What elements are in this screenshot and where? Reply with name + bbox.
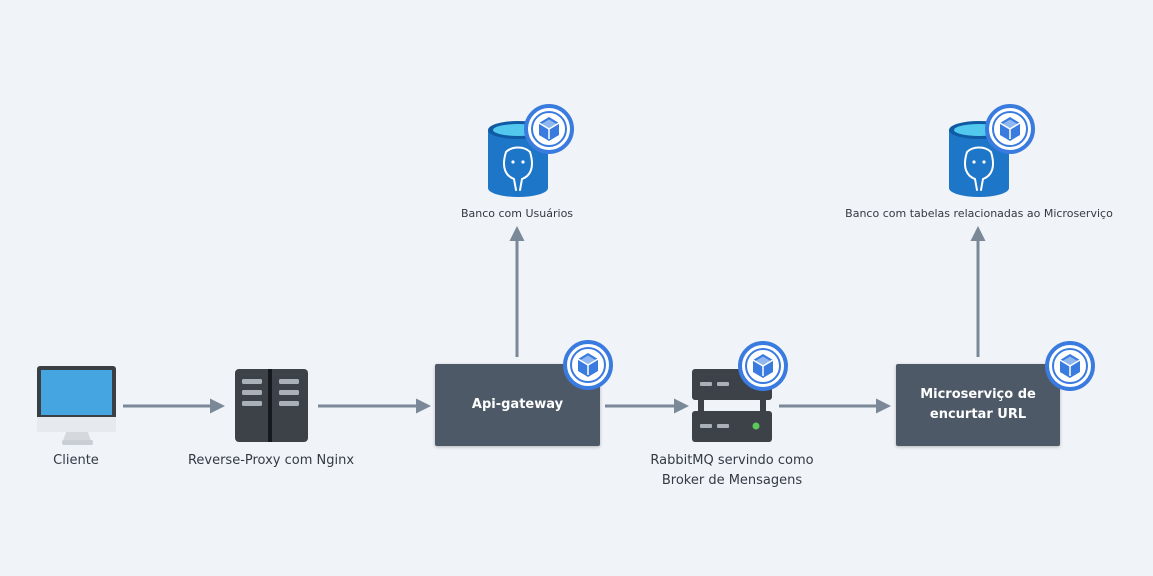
cliente-label: Cliente bbox=[53, 453, 99, 468]
monitor-icon bbox=[37, 366, 116, 445]
db-micro-label: Banco com tabelas relacionadas ao Micros… bbox=[845, 207, 1113, 220]
rabbitmq-label-line2: Broker de Mensagens bbox=[661, 473, 803, 488]
microservice-label-line1: Microserviço de bbox=[920, 387, 1036, 402]
container-badge-icon bbox=[738, 341, 788, 391]
container-badge-icon bbox=[563, 340, 613, 390]
container-badge-icon bbox=[1045, 341, 1095, 391]
microservice-label-line2: encurtar URL bbox=[929, 407, 1027, 422]
proxy-label: Reverse-Proxy com Nginx bbox=[187, 453, 355, 468]
api-gateway-node[interactable]: Api-gateway bbox=[435, 364, 600, 446]
microservice-node[interactable]: Microserviço de encurtar URL bbox=[896, 364, 1060, 446]
db-users-label: Banco com Usuários bbox=[460, 207, 574, 220]
api-gateway-label: Api-gateway bbox=[471, 397, 564, 412]
server-icon bbox=[235, 369, 308, 442]
container-badge-icon bbox=[985, 104, 1035, 154]
rabbitmq-label-line1: RabbitMQ servindo como bbox=[650, 453, 814, 468]
container-badge-icon bbox=[524, 104, 574, 154]
